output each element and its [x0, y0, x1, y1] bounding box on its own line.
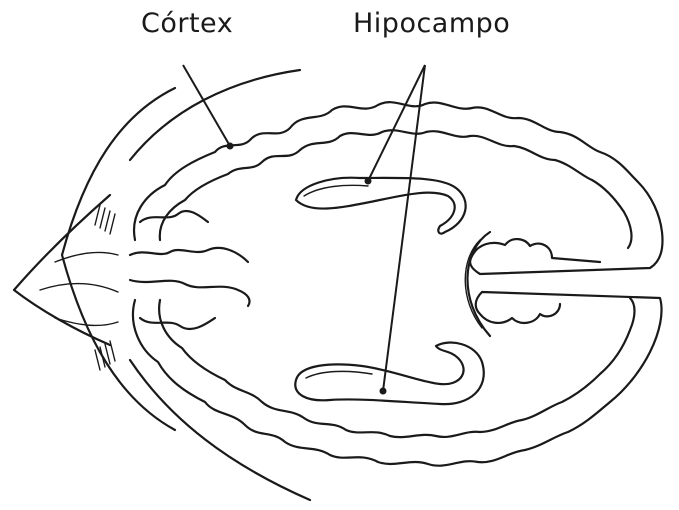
hippocampus-lower-dot: [380, 388, 387, 395]
skull-lower-arc: [130, 360, 310, 500]
head-outline: [62, 88, 175, 430]
cortex-leader-dot: [227, 143, 234, 150]
hatch-lower: [95, 341, 115, 370]
frontal-inner-1: [40, 283, 118, 292]
hippocampus-leader-upper: [368, 65, 425, 181]
skull-outer-arc: [130, 70, 300, 160]
cortex-outer-contour-lower: [133, 292, 662, 466]
hatch-upper: [95, 205, 115, 234]
frontal-gyrus-4: [140, 318, 215, 329]
hippocampus-leader-lower: [383, 65, 425, 391]
hippocampus-lower-detail: [306, 371, 372, 378]
frontal-gyrus-1: [130, 248, 248, 262]
cortex-leader-line: [183, 65, 230, 146]
frontal-gyrus-2: [130, 280, 250, 306]
hippocampus-upper-detail: [304, 185, 368, 196]
hippocampus-upper: [296, 178, 466, 234]
hippocampus-upper-dot: [365, 178, 372, 185]
frontal-gyrus-3: [140, 211, 208, 222]
frontal-pole: [14, 195, 110, 345]
